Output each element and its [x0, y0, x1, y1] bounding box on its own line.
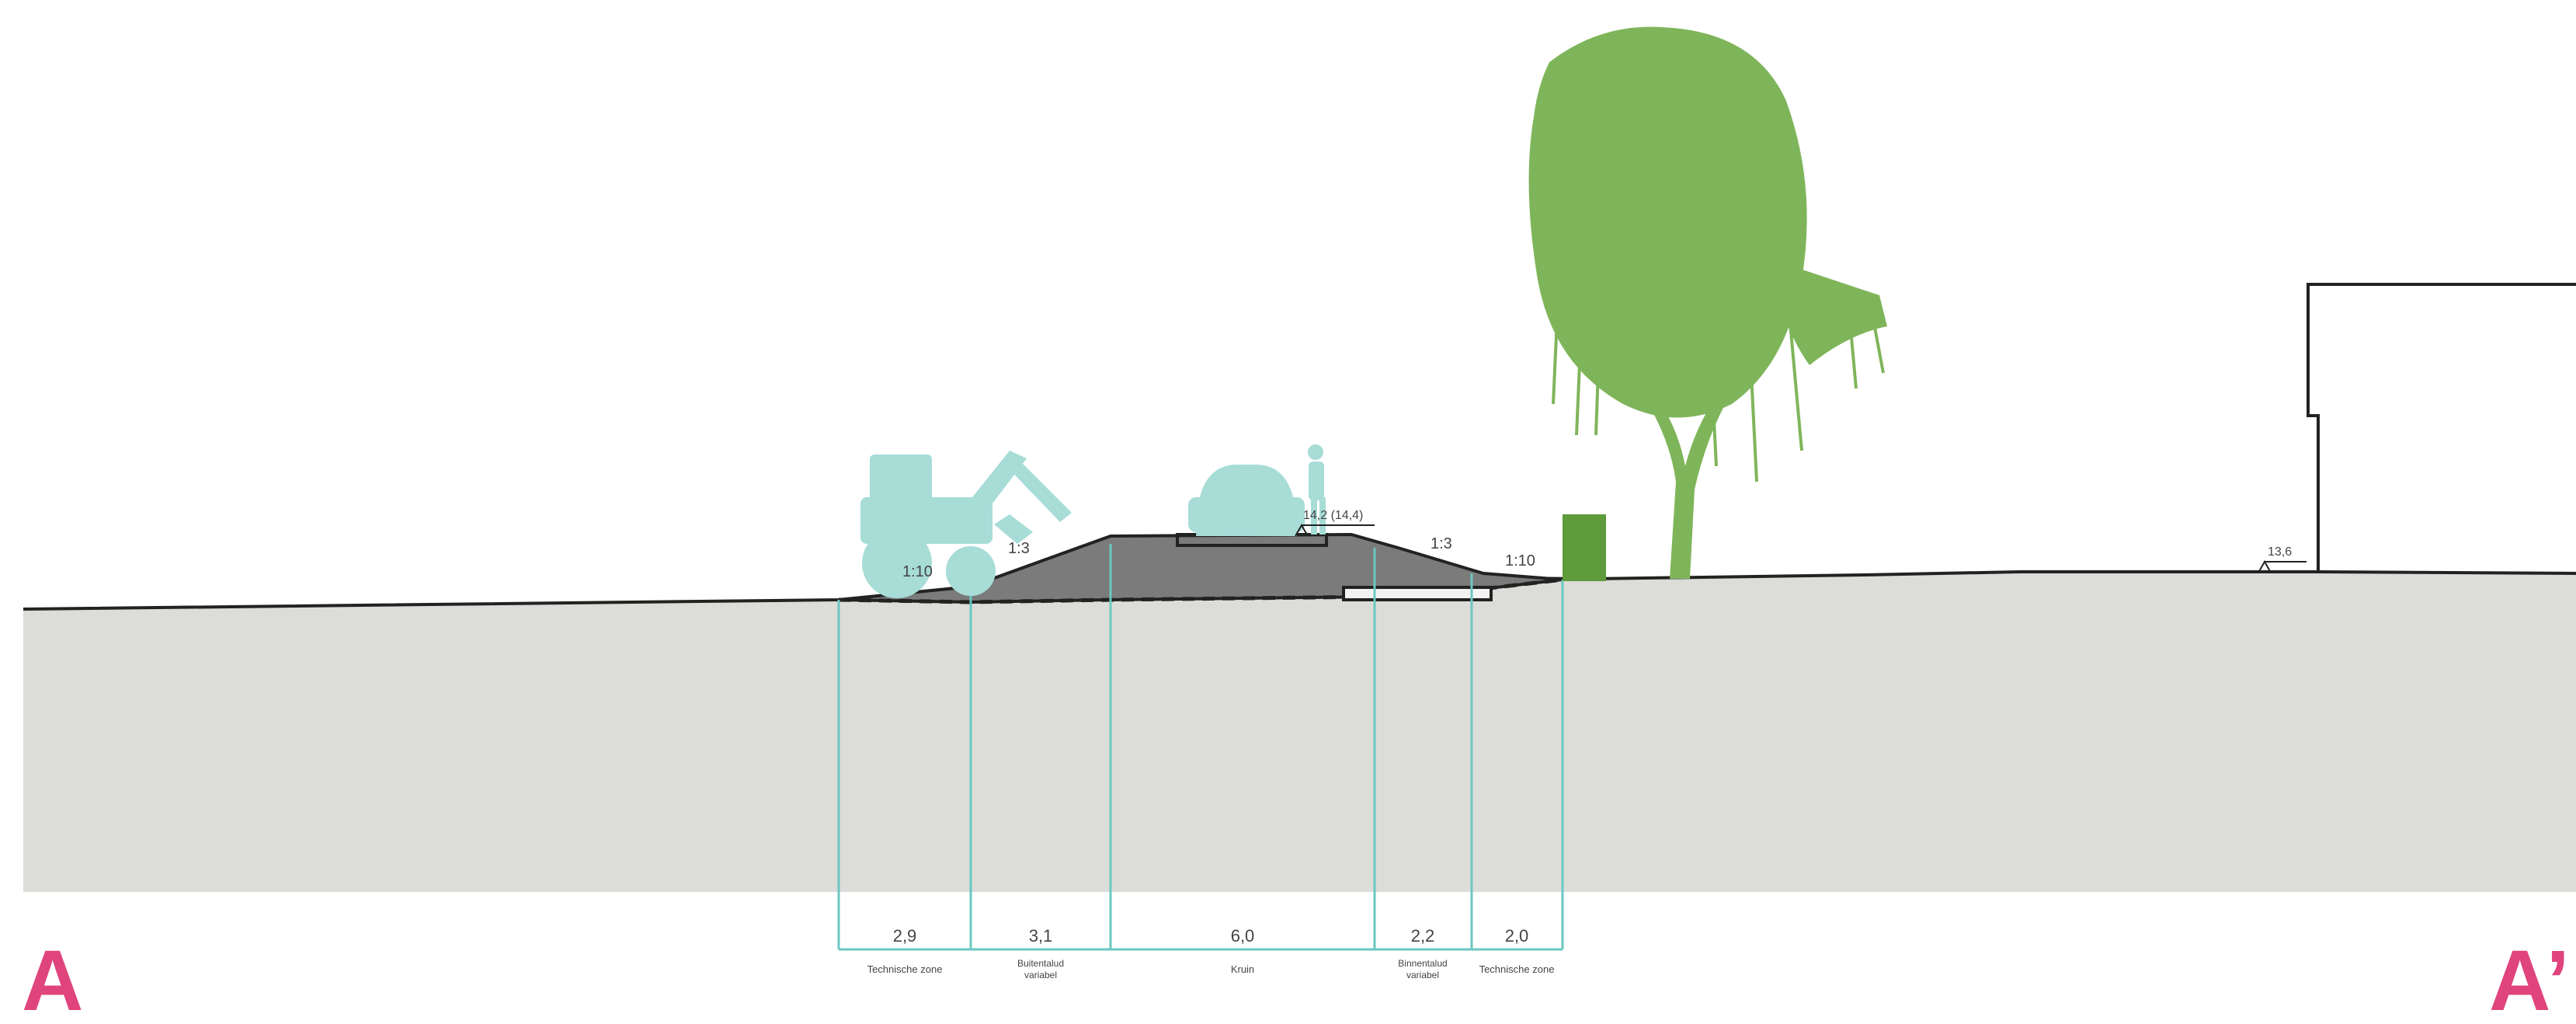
zone-sub-2: variabel	[1024, 970, 1057, 980]
slope-label-outer: 1:3	[1008, 540, 1030, 557]
polder-level-marker: 13,6	[2258, 545, 2307, 573]
zone-width-3: 6,0	[1231, 926, 1255, 946]
zone-width-5: 2,0	[1505, 926, 1529, 946]
zone-width-4: 2,2	[1411, 926, 1435, 946]
zone-width-2: 3,1	[1029, 926, 1053, 946]
willow-tree-icon	[1528, 26, 1887, 579]
slope-label-inner-low: 1:10	[1505, 552, 1535, 569]
slope-label-inner: 1:3	[1431, 535, 1452, 552]
zone-name-3: Kruin	[1231, 963, 1254, 975]
drainage-pipe	[1342, 586, 1493, 601]
section-marker-start: A	[22, 933, 83, 1024]
zone-name-4: Binnentalud	[1398, 958, 1447, 969]
slope-label-outer-low: 1:10	[902, 563, 933, 580]
cyclist-icon	[1308, 444, 1326, 535]
ground-fill	[23, 572, 2576, 892]
section-marker-end: A’	[2489, 933, 2570, 1024]
zone-name-5: Technische zone	[1479, 963, 1555, 975]
car-icon	[1188, 465, 1305, 536]
polder-level-label: 13,6	[2268, 545, 2292, 559]
zone-guides	[837, 544, 1564, 951]
zone-name-1: Technische zone	[867, 963, 943, 975]
zone-name-2: Buitentalud	[1017, 958, 1064, 969]
house-icon	[2307, 283, 2576, 572]
green-bin-icon	[1563, 514, 1606, 581]
tractor-excavator-icon	[860, 451, 1072, 598]
crest-level-marker: 14,2 (14,4)	[1295, 509, 1375, 537]
zone-width-1: 2,9	[893, 926, 917, 946]
crest-level-label: 14,2 (14,4)	[1303, 509, 1363, 522]
zone-sub-4: variabel	[1406, 970, 1439, 980]
